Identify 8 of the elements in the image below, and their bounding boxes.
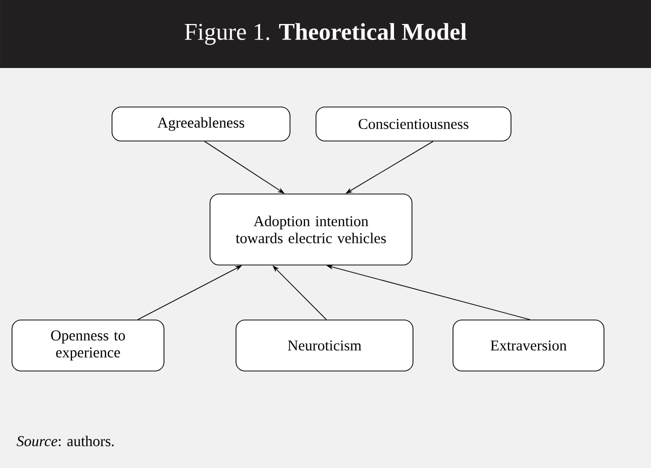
concept-box: Conscientiousness [316,106,512,142]
title-banner: Figure 1. Theoretical Model [0,0,651,68]
concept-box: Extraversion [452,320,604,372]
source-note: Source: authors. [16,436,114,446]
concept-box: Adoption intention towards electric vehicles [210,194,412,266]
concept-box: Neuroticism [236,320,414,372]
concept-box: Openness to experience [12,320,164,372]
concept-box: Agreeableness [112,106,290,142]
